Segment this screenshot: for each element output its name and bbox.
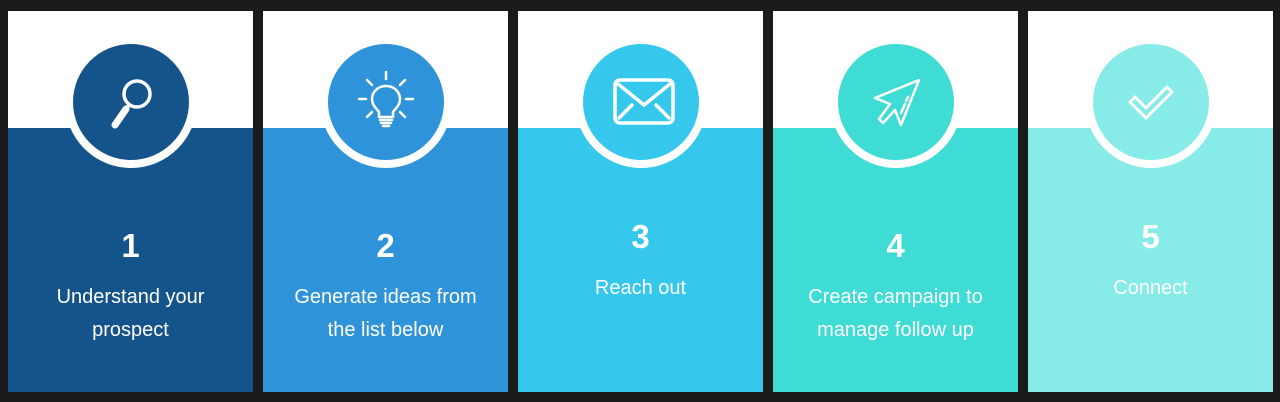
step-label-line: Connect bbox=[1113, 277, 1188, 299]
step-label-line: prospect bbox=[92, 319, 169, 341]
step-content: 1 Understand your prospect bbox=[8, 181, 253, 381]
icon-badge bbox=[582, 44, 699, 160]
step-label-line: manage follow up bbox=[817, 319, 974, 341]
icon-badge bbox=[837, 44, 954, 160]
step-card-color-block bbox=[263, 128, 508, 392]
lightbulb-icon bbox=[357, 70, 414, 128]
step-card-1: 1 Understand your prospect bbox=[8, 11, 253, 392]
paper-plane-icon bbox=[873, 78, 920, 127]
icon-badge bbox=[72, 44, 189, 160]
step-content: 3 Reach out bbox=[518, 171, 763, 351]
step-label: Understand your prospect bbox=[37, 281, 225, 347]
search-icon bbox=[111, 79, 152, 129]
step-label: Connect bbox=[1093, 272, 1208, 305]
step-label-line: Create campaign to bbox=[808, 286, 983, 308]
step-number: 3 bbox=[631, 218, 650, 255]
step-card-color-block bbox=[518, 128, 763, 392]
step-number: 1 bbox=[121, 227, 140, 264]
step-label: Reach out bbox=[575, 272, 706, 305]
step-content: 2 Generate ideas from the list below bbox=[263, 181, 508, 381]
step-card-color-block bbox=[8, 128, 253, 392]
step-number: 2 bbox=[376, 227, 395, 264]
step-card-4: 4 Create campaign to manage follow up bbox=[773, 11, 1018, 392]
step-label-line: Generate ideas from bbox=[294, 286, 477, 308]
step-label-line: Understand your bbox=[56, 286, 205, 308]
step-card-5: 5 Connect bbox=[1028, 11, 1273, 392]
step-content: 4 Create campaign to manage follow up bbox=[773, 181, 1018, 381]
step-number: 5 bbox=[1141, 218, 1160, 255]
step-label: Create campaign to manage follow up bbox=[788, 281, 1003, 347]
envelope-icon bbox=[612, 78, 675, 125]
steps-row: 1 Understand your prospect bbox=[8, 11, 1273, 392]
step-label: Generate ideas from the list below bbox=[274, 281, 496, 347]
step-label-line: Reach out bbox=[594, 277, 687, 299]
step-number: 4 bbox=[886, 227, 905, 264]
step-content: 5 Connect bbox=[1028, 171, 1273, 351]
step-card-3: 3 Reach out bbox=[518, 11, 763, 392]
icon-badge bbox=[1092, 44, 1209, 160]
step-label-line: the list below bbox=[327, 319, 444, 341]
step-card-2: 2 Generate ideas from the list below bbox=[263, 11, 508, 392]
icon-badge bbox=[327, 44, 444, 160]
step-card-color-block bbox=[1028, 128, 1273, 392]
step-card-color-block bbox=[773, 128, 1018, 392]
checkmark-icon bbox=[1128, 85, 1173, 120]
